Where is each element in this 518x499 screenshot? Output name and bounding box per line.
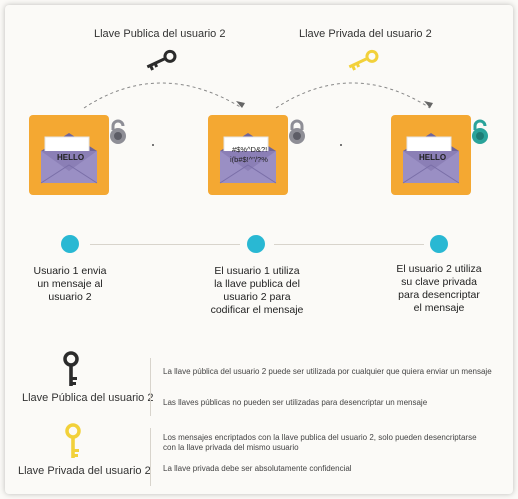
public-key-icon	[146, 49, 177, 71]
open-lock-icon	[110, 119, 126, 144]
legend-private-key-icon	[65, 423, 81, 458]
legend-public-note-1: La llave pública del usuario 2 puede ser…	[163, 367, 492, 376]
envelope-icon	[402, 133, 460, 184]
card-1: HELLO	[29, 115, 126, 195]
card-2-cipher-line-1: #$%^D&?!	[232, 145, 268, 154]
envelope-icon	[219, 133, 277, 184]
legend-private-note-1b: con la llave privada del mismo usuario	[163, 443, 299, 452]
separator-dot	[340, 144, 342, 146]
envelope-icon	[40, 133, 98, 184]
step-1-text: Usuario 1 envia un mensaje al usuario 2	[33, 265, 107, 303]
private-key-icon	[348, 49, 379, 71]
open-lock-icon	[472, 119, 488, 144]
legend-private-note-1a: Los mensajes encriptados con la llave pu…	[163, 433, 477, 442]
card-2: #$%^D&?! i(b#$!^"/?%	[208, 115, 305, 195]
legend-private-note-2: La llave privada debe ser absolutamente …	[163, 464, 352, 473]
card-1-message: HELLO	[57, 153, 85, 162]
card-3-message: HELLO	[419, 153, 447, 162]
timeline-dot-1	[61, 235, 79, 253]
closed-lock-icon	[289, 119, 305, 144]
public-key-title: Llave Publica del usuario 2	[94, 28, 226, 40]
legend-public-key-icon	[63, 351, 79, 386]
legend-public-label: Llave Pública del usuario 2	[22, 392, 154, 404]
card-2-cipher-line-2: i(b#$!^"/?%	[230, 155, 268, 164]
legend-private-divider	[150, 428, 151, 486]
timeline-line	[274, 244, 424, 245]
separator-dot	[152, 144, 154, 146]
step-3-text: El usuario 2 utiliza su clave privada pa…	[396, 263, 482, 314]
card-3: HELLO	[391, 115, 488, 195]
legend-private-label: Llave Privada del usuario 2	[18, 465, 151, 477]
flow-arcs	[83, 82, 433, 109]
timeline-dot-2	[247, 235, 265, 253]
legend-public-note-2: Las llaves públicas no pueden ser utiliz…	[163, 398, 428, 407]
timeline-line	[90, 244, 240, 245]
legend-public-divider	[150, 358, 151, 416]
step-2-text: El usuario 1 utiliza la llave publica de…	[210, 265, 304, 316]
timeline-dot-3	[430, 235, 448, 253]
private-key-title: Llave Privada del usuario 2	[299, 28, 432, 40]
